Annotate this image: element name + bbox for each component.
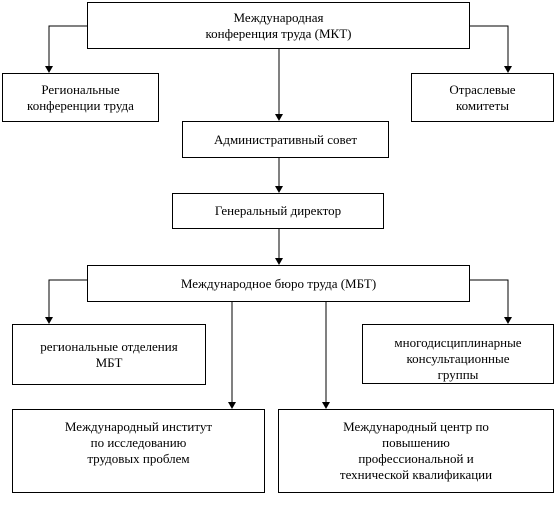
node-industry-committees: Отраслевые комитеты — [411, 73, 554, 122]
node-ilc: Международная конференция труда (МКТ) — [87, 2, 470, 49]
node-multidisciplinary-teams: многодисциплинарные консультационные гру… — [362, 324, 554, 384]
node-multidisciplinary-teams-line-2: консультационные — [406, 351, 510, 366]
node-labour-institute-line-3: трудовых проблем — [87, 451, 190, 466]
node-training-centre-line-2: повышению — [382, 435, 450, 450]
node-training-centre: Международный центр по повышению професс… — [278, 409, 554, 493]
node-regional-conferences-line-1: Региональные — [41, 81, 120, 97]
node-multidisciplinary-teams-line-1: многодисциплинарные — [394, 335, 522, 350]
node-training-centre-line-1: Международный центр по — [343, 419, 489, 434]
node-ilo-office-line-1: Международное бюро труда (МБТ) — [180, 275, 377, 291]
node-director-general-line-1: Генеральный директор — [214, 203, 342, 218]
node-ilo-office: Международное бюро труда (МБТ) — [87, 265, 470, 302]
arrow-office-to-regional-departments — [45, 279, 87, 324]
arrow-office-to-multidisciplinary-teams — [470, 279, 512, 324]
node-regional-departments: региональные отделения МБТ — [12, 324, 206, 385]
node-industry-committees-line-2: комитеты — [456, 97, 509, 113]
node-regional-departments-line-1: региональные отделения — [40, 338, 178, 354]
arrow-ilc-to-regional-conferences — [45, 25, 87, 73]
node-labour-institute-line-1: Международный институт — [64, 419, 213, 434]
node-labour-institute-line-2: по исследованию — [90, 435, 187, 450]
node-governing-body: Административный совет — [182, 121, 389, 158]
node-industry-committees-line-1: Отраслевые — [449, 81, 516, 97]
node-regional-conferences-line-2: конференции труда — [27, 97, 134, 113]
node-regional-conferences: Региональные конференции труда — [2, 73, 159, 122]
node-labour-institute: Международный институт по исследованию т… — [12, 409, 265, 493]
node-ilc-line-1: Международная — [233, 9, 324, 25]
node-ilc-line-2: конференция труда (МКТ) — [205, 25, 352, 41]
node-training-centre-line-4: технической квалификации — [339, 467, 493, 482]
node-training-centre-line-3: профессиональной и — [358, 451, 474, 466]
node-governing-body-line-1: Административный совет — [213, 131, 358, 147]
node-multidisciplinary-teams-line-3: группы — [437, 367, 479, 382]
arrow-ilc-to-industry-committees — [470, 25, 512, 73]
node-director-general: Генеральный директор — [172, 193, 384, 229]
node-regional-departments-line-2: МБТ — [95, 354, 123, 370]
